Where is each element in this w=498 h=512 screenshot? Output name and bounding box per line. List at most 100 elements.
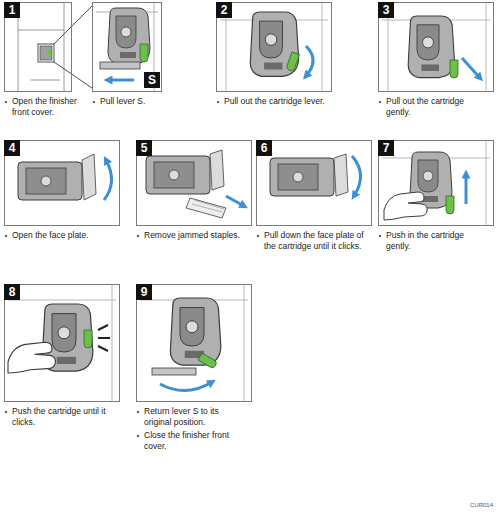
motion-arrow	[108, 79, 134, 82]
motion-arrow	[465, 174, 468, 204]
step-panel: Push the cartridge until it clicks.8	[4, 284, 120, 402]
panel-1b-art	[108, 8, 150, 64]
panel-1-art	[18, 2, 64, 92]
step-caption-group: Pull lever S.	[92, 96, 202, 109]
panel-4-art	[18, 162, 82, 200]
step-caption-group: Push in the cartridge gently.	[378, 230, 490, 254]
panel-1-art	[18, 2, 92, 92]
step-number-text: 8	[9, 285, 16, 299]
step-number: 8	[4, 284, 20, 300]
step-panel: Pull out the cartridge lever.2	[216, 2, 332, 92]
panel-1-art	[38, 44, 54, 62]
step-caption-group: Open the face plate.	[4, 230, 116, 243]
panel-5-art	[192, 200, 224, 212]
step-number-text: 5	[141, 141, 148, 155]
panel-3-art	[450, 60, 458, 78]
step-caption: Return lever S to its original position.	[136, 406, 248, 428]
step-number-text: 6	[261, 141, 268, 155]
step-caption: Close the finisher front cover.	[136, 430, 248, 452]
step-number-text: 4	[9, 141, 16, 155]
step-panel: Pull lever S.S	[92, 2, 162, 92]
panel-6-art	[270, 158, 334, 196]
step-number-text: 9	[141, 285, 148, 299]
step-caption: Push the cartridge until it clicks.	[4, 406, 116, 428]
panel-8-art	[8, 284, 116, 402]
panel-9-art	[140, 284, 248, 402]
panel-7-art	[382, 140, 490, 226]
panel-5-art	[146, 156, 210, 194]
step-panel: Open the finisher front cover.1	[4, 2, 72, 92]
step-caption-group: Remove jammed staples.	[136, 230, 248, 243]
panel-1-art	[40, 46, 52, 60]
step-panel: Return lever S to its original position.…	[136, 284, 252, 402]
step-caption-group: Pull out the cartridge gently.	[378, 96, 490, 120]
step-number: S	[144, 72, 160, 88]
panel-7-art	[384, 192, 427, 220]
step-panel: Open the face plate.4	[4, 140, 120, 226]
step-number: 3	[378, 2, 394, 18]
panel-2-art	[250, 12, 298, 76]
panel-1-art	[48, 50, 51, 55]
step-number-text: 2	[221, 3, 228, 17]
step-number-text: 3	[383, 3, 390, 17]
step-number: 2	[216, 2, 232, 18]
panel-9-art	[170, 298, 220, 365]
step-panel: Remove jammed staples.5	[136, 140, 252, 226]
click-marks	[98, 325, 110, 351]
panel-6-art	[270, 154, 361, 196]
panel-5-art	[146, 150, 244, 218]
face-plate	[210, 150, 224, 190]
motion-arrow	[462, 58, 480, 78]
step-number: 7	[378, 140, 394, 156]
panel-2-art	[220, 2, 328, 92]
panel-7-art	[446, 196, 454, 214]
panel-4-art	[18, 154, 112, 200]
step-caption: Pull out the cartridge lever.	[216, 96, 328, 107]
step-caption-group: Open the finisher front cover.	[4, 96, 90, 120]
motion-arrow	[104, 160, 112, 200]
step-number: 5	[136, 140, 152, 156]
panel-2-art	[286, 52, 300, 72]
step-number-text: S	[148, 73, 156, 87]
step-number-text: 1	[9, 3, 16, 17]
lever-s	[152, 368, 196, 375]
step-caption-group: Push the cartridge until it clicks.	[4, 406, 116, 430]
panel-1b-art	[140, 44, 148, 62]
panel-8-art	[8, 284, 116, 402]
motion-arrow	[160, 382, 212, 391]
panel-1b-art	[96, 2, 158, 92]
step-caption: Pull out the cartridge gently.	[378, 96, 490, 118]
panel-1b-art	[96, 2, 158, 92]
face-plate	[334, 154, 348, 196]
panel-3-art	[382, 2, 490, 92]
step-panel: Pull out the cartridge gently.3	[378, 2, 494, 92]
step-caption: Remove jammed staples.	[136, 230, 248, 241]
step-number: 4	[4, 140, 20, 156]
step-number-text: 7	[383, 141, 390, 155]
step-number: 6	[256, 140, 272, 156]
motion-arrow	[306, 46, 313, 76]
figure-code: CUR014	[470, 502, 493, 508]
step-number: 9	[136, 284, 152, 300]
motion-arrow	[226, 196, 244, 206]
step-caption: Pull down the face plate of the cartridg…	[256, 230, 368, 252]
staple-sheet	[186, 198, 226, 218]
lever-s	[100, 62, 140, 69]
step-caption: Open the face plate.	[4, 230, 116, 241]
step-caption-group: Pull out the cartridge lever.	[216, 96, 328, 109]
panel-2-art	[220, 2, 328, 92]
step-caption: Push in the cartridge gently.	[378, 230, 490, 252]
step-caption: Pull lever S.	[92, 96, 202, 107]
panel-3-art	[382, 2, 490, 92]
step-panel: Push in the cartridge gently.7	[378, 140, 494, 226]
panel-8-art	[8, 342, 55, 373]
panel-8-art	[84, 330, 92, 348]
step-panel: Pull down the face plate of the cartridg…	[256, 140, 372, 226]
step-caption-group: Return lever S to its original position.…	[136, 406, 248, 454]
step-caption: Open the finisher front cover.	[4, 96, 90, 118]
panel-9-art	[140, 284, 248, 402]
panel-7-art	[382, 140, 490, 226]
step-caption-group: Pull down the face plate of the cartridg…	[256, 230, 368, 254]
